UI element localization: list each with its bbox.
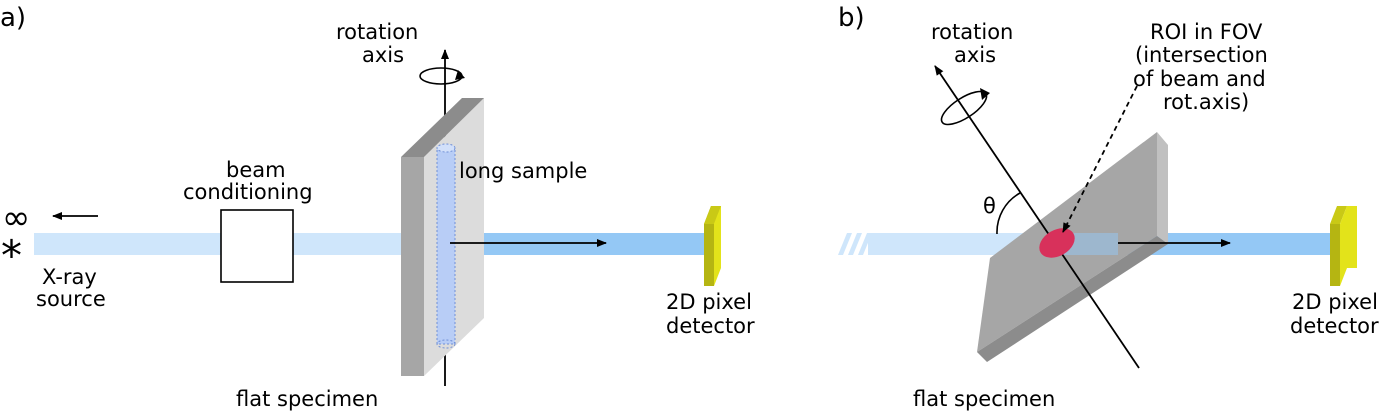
roi-label-line2: (intersection [1135, 43, 1268, 67]
beam-conditioning-label-line2: conditioning [183, 180, 313, 204]
panel-a-label: a) [0, 3, 26, 33]
rotation-axis-label-line1: rotation [336, 20, 418, 44]
long-sample-top [436, 143, 456, 153]
rotation-direction-arrowhead [455, 70, 465, 80]
panel-b-label: b) [838, 3, 865, 33]
infinity-symbol: ∞ [2, 198, 30, 238]
rotation-axis-label-line2-b: axis [954, 43, 996, 67]
long-sample-label: long sample [459, 159, 587, 183]
theta-label: θ [983, 194, 996, 218]
detector-b-label-line1: 2D pixel [1292, 290, 1378, 314]
roi-ellipse [1039, 228, 1075, 258]
flat-specimen-label-b: flat specimen [913, 387, 1055, 411]
detector-main-face [714, 206, 721, 286]
flat-specimen-label: flat specimen [236, 387, 378, 411]
detector-top [704, 206, 721, 224]
roi-pointer-arrow [1062, 85, 1138, 233]
beam-dash-1 [838, 233, 852, 255]
roi-label-line4: rot.axis) [1163, 90, 1249, 114]
roi-label-line3: of beam and [1133, 67, 1266, 91]
panel-a: a) ∞ * X-ray source beam conditioning ro… [0, 3, 755, 411]
roi-label-line1: ROI in FOV [1150, 20, 1263, 44]
tilted-specimen-front [977, 236, 1168, 362]
xray-source-label-line1: X-ray [42, 265, 97, 289]
rotation-direction-arrowhead-b [980, 88, 990, 100]
detector-label-line1: 2D pixel [666, 290, 752, 314]
rotation-direction-loop [419, 67, 463, 85]
flat-specimen-front-edge [401, 157, 424, 376]
detector-front-face [704, 224, 714, 286]
xray-beam-incident [34, 233, 406, 255]
beam-conditioning-box [220, 209, 294, 283]
detector-b-top [1330, 206, 1347, 224]
flat-specimen-top-edge [401, 98, 484, 157]
panel-b: b) rotation axis θ ROI in FOV (intersect… [838, 3, 1379, 411]
detector-b-face [1347, 206, 1357, 268]
xray-beam-transmitted [448, 233, 710, 255]
tilted-specimen-side [1157, 132, 1168, 244]
long-sample-bottom [436, 339, 456, 349]
detector-b-label-line2: detector [1290, 314, 1379, 338]
rotation-axis-label-line2: axis [362, 43, 404, 67]
source-star-symbol: * [1, 231, 22, 280]
long-sample-cylinder [436, 147, 456, 345]
xray-source-label-line2: source [36, 287, 106, 311]
rotation-axis-label-line1-b: rotation [931, 20, 1013, 44]
detector-label-line2: detector [666, 314, 755, 338]
beam-dash-2 [848, 233, 862, 255]
detector-b-front [1340, 206, 1347, 286]
theta-angle-arc [996, 192, 1021, 235]
beam-conditioning-label-line1: beam [226, 158, 286, 182]
detector-b-side [1330, 224, 1340, 286]
